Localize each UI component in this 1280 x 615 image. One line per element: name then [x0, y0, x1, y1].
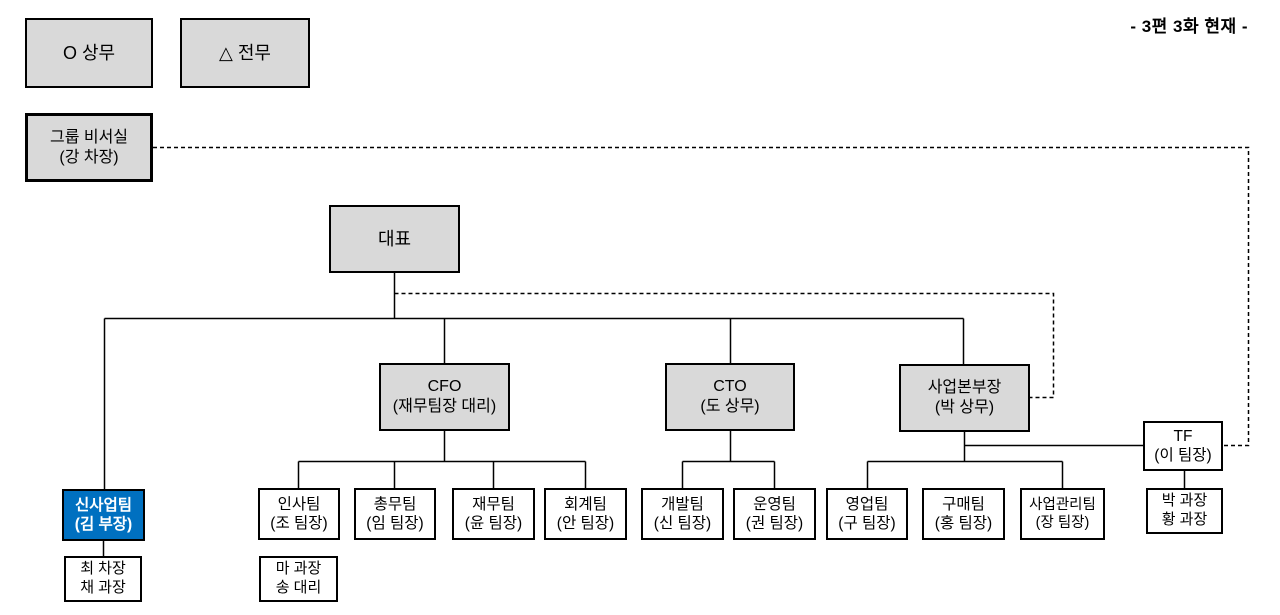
operations-team-box: 운영팀 (권 팀장)	[733, 488, 816, 540]
business-management-team-name: 사업관리팀	[1029, 496, 1096, 513]
finance-team-name: 재무팀	[472, 495, 515, 513]
general-affairs-team-person: (임 팀장)	[366, 515, 424, 532]
cto-title: CTO	[713, 378, 747, 395]
tf-members-box: 박 과장 황 과장	[1146, 488, 1223, 534]
new-business-team-name: 신사업팀	[74, 496, 133, 514]
operations-team-name: 운영팀	[753, 495, 796, 513]
sales-team-box: 영업팀 (구 팀장)	[826, 488, 908, 540]
hr-member-1: 마 과장	[275, 560, 322, 578]
hr-members-box: 마 과장 송 대리	[259, 556, 338, 602]
legend-managing-director-box: O 상무	[25, 18, 153, 88]
legend-executive-director-box: △ 전무	[180, 18, 310, 88]
purchasing-team-person: (홍 팀장)	[934, 515, 993, 532]
cto-box: CTO (도 상무)	[665, 363, 795, 431]
legend-managing-director-label: O 상무	[62, 42, 116, 63]
group-secretary-person: (강 차장)	[59, 148, 119, 166]
dashed-connectors	[153, 146, 1250, 447]
tf-member-2: 황 과장	[1161, 511, 1208, 528]
dev-team-box: 개발팀 (신 팀장)	[641, 488, 724, 540]
tf-box: TF (이 팀장)	[1143, 421, 1223, 471]
accounting-team-person: (안 팀장)	[556, 515, 615, 532]
accounting-team-box: 회계팀 (안 팀장)	[544, 488, 627, 540]
business-management-team-box: 사업관리팀 (장 팀장)	[1020, 488, 1105, 540]
general-affairs-team-name: 총무팀	[373, 495, 417, 513]
tf-member-1: 박 과장	[1161, 492, 1208, 510]
tf-title: TF	[1173, 427, 1193, 445]
finance-team-box: 재무팀 (윤 팀장)	[452, 488, 535, 540]
new-business-team-person: (김 부장)	[74, 516, 133, 533]
tf-person: (이 팀장)	[1154, 447, 1212, 464]
sales-team-name: 영업팀	[845, 495, 889, 513]
purchasing-team-box: 구매팀 (홍 팀장)	[922, 488, 1005, 540]
purchasing-team-name: 구매팀	[942, 495, 985, 513]
new-business-members-box: 최 차장 채 과장	[64, 556, 142, 602]
business-management-team-person: (장 팀장)	[1035, 515, 1090, 531]
business-division-head-box: 사업본부장 (박 상무)	[899, 364, 1030, 432]
cfo-title: CFO	[427, 378, 462, 395]
operations-team-person: (권 팀장)	[745, 515, 804, 532]
cto-person: (도 상무)	[700, 398, 760, 415]
business-division-head-title: 사업본부장	[927, 379, 1002, 396]
accounting-team-name: 회계팀	[564, 495, 607, 513]
ceo-label: 대표	[377, 228, 412, 249]
hr-team-box: 인사팀 (조 팀장)	[258, 488, 340, 540]
hr-member-2: 송 대리	[275, 579, 322, 596]
solid-connectors	[102, 273, 1186, 556]
legend-executive-director-label: △ 전무	[219, 42, 271, 63]
new-business-team-box: 신사업팀 (김 부장)	[62, 489, 145, 541]
cfo-box: CFO (재무팀장 대리)	[379, 363, 510, 431]
sales-team-person: (구 팀장)	[838, 515, 896, 532]
group-secretary-name: 그룹 비서실	[49, 128, 129, 146]
ceo-box: 대표	[329, 205, 460, 273]
general-affairs-team-box: 총무팀 (임 팀장)	[354, 488, 436, 540]
new-business-member-2: 채 과장	[80, 579, 126, 596]
episode-note: - 3편 3화 현재 -	[1130, 17, 1248, 36]
dev-team-name: 개발팀	[661, 495, 704, 513]
new-business-member-1: 최 차장	[80, 560, 126, 578]
business-division-head-person: (박 상무)	[934, 399, 995, 416]
finance-team-person: (윤 팀장)	[464, 515, 523, 532]
hr-team-person: (조 팀장)	[270, 515, 328, 532]
hr-team-name: 인사팀	[277, 495, 321, 513]
dev-team-person: (신 팀장)	[653, 515, 712, 532]
cfo-person: (재무팀장 대리)	[392, 398, 497, 415]
group-secretary-box: 그룹 비서실 (강 차장)	[25, 113, 153, 182]
